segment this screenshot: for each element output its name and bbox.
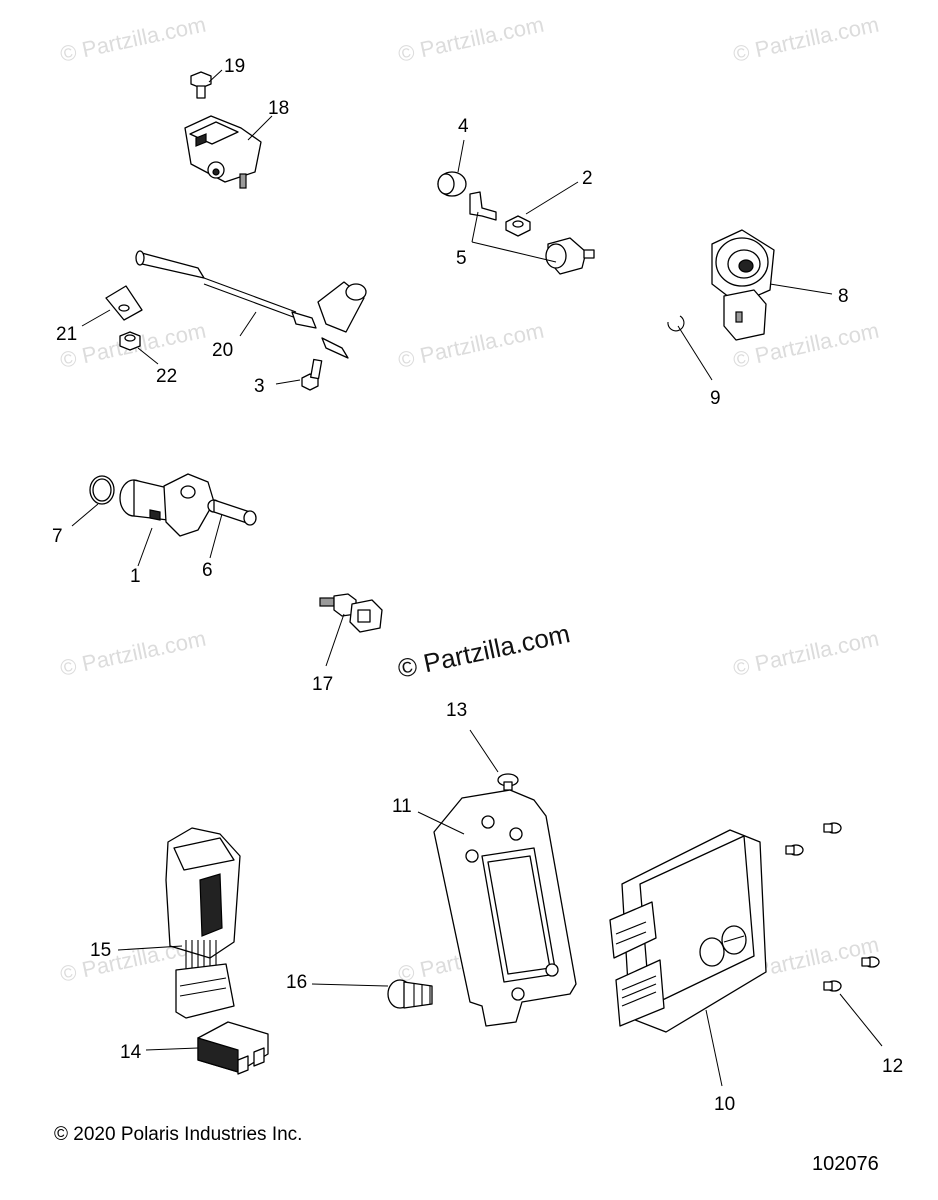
callout-11: 11: [392, 796, 412, 817]
callout-18: 18: [268, 98, 289, 119]
watermark: © Partzilla.com: [396, 12, 546, 67]
callout-10: 10: [714, 1094, 735, 1115]
watermark: © Partzilla.com: [58, 626, 208, 681]
callout-8: 8: [838, 286, 849, 307]
callout-4: 4: [458, 116, 469, 137]
part-11-mounting-bracket[interactable]: [417, 789, 577, 1027]
part-22-nut[interactable]: [119, 331, 159, 365]
callout-7: 7: [52, 526, 63, 547]
callout-14: 14: [120, 1042, 142, 1063]
part-18-map-sensor[interactable]: [184, 115, 273, 189]
callout-5: 5: [456, 248, 467, 269]
part-17-temperature-sensor[interactable]: [319, 593, 383, 667]
watermark: © Partzilla.com: [731, 12, 881, 67]
part-3-bolt[interactable]: [275, 358, 323, 391]
part-7-o-ring[interactable]: [71, 475, 115, 527]
callout-6: 6: [202, 560, 213, 581]
part-19-bolt[interactable]: [190, 69, 223, 99]
callout-20: 20: [212, 340, 233, 361]
part-1-position-sensor[interactable]: [119, 473, 215, 567]
part-15-harness-module[interactable]: [117, 827, 241, 1019]
callout-15: 15: [90, 940, 111, 961]
part-6-pin[interactable]: [207, 499, 257, 559]
part-16-push-rivet[interactable]: [311, 979, 433, 1009]
part-4-cap[interactable]: [437, 139, 467, 197]
watermark: © Partzilla.com: [58, 12, 208, 67]
callout-19: 19: [224, 56, 245, 77]
part-9-clip[interactable]: [667, 315, 713, 381]
callout-9: 9: [710, 388, 721, 409]
callout-22: 22: [156, 366, 177, 387]
part-21-clamp[interactable]: [81, 285, 143, 327]
diagram-number: 102076: [812, 1153, 879, 1175]
part-5-sensor-assembly[interactable]: [469, 191, 595, 275]
callout-13: 13: [446, 700, 467, 721]
callout-12: 12: [882, 1056, 903, 1077]
part-12-screws[interactable]: [785, 822, 883, 1047]
copyright-text: © 2020 Polaris Industries Inc.: [54, 1124, 302, 1145]
watermark-center: © Partzilla.com: [395, 618, 573, 684]
part-8-knock-sensor[interactable]: [711, 229, 833, 341]
part-13-screw[interactable]: [469, 729, 519, 791]
watermark: © Partzilla.com: [731, 626, 881, 681]
callout-2: 2: [582, 168, 593, 189]
callout-3: 3: [254, 376, 265, 397]
callout-17: 17: [312, 674, 333, 695]
part-14-relay[interactable]: [145, 1021, 269, 1075]
callout-21: 21: [56, 324, 77, 345]
callout-1: 1: [130, 566, 141, 587]
part-20-speed-sensor[interactable]: [135, 250, 367, 359]
watermark: © Partzilla.com: [396, 318, 546, 373]
part-2-nut[interactable]: [525, 181, 579, 215]
callout-16: 16: [286, 972, 307, 993]
part-10-ecu[interactable]: [609, 829, 767, 1087]
